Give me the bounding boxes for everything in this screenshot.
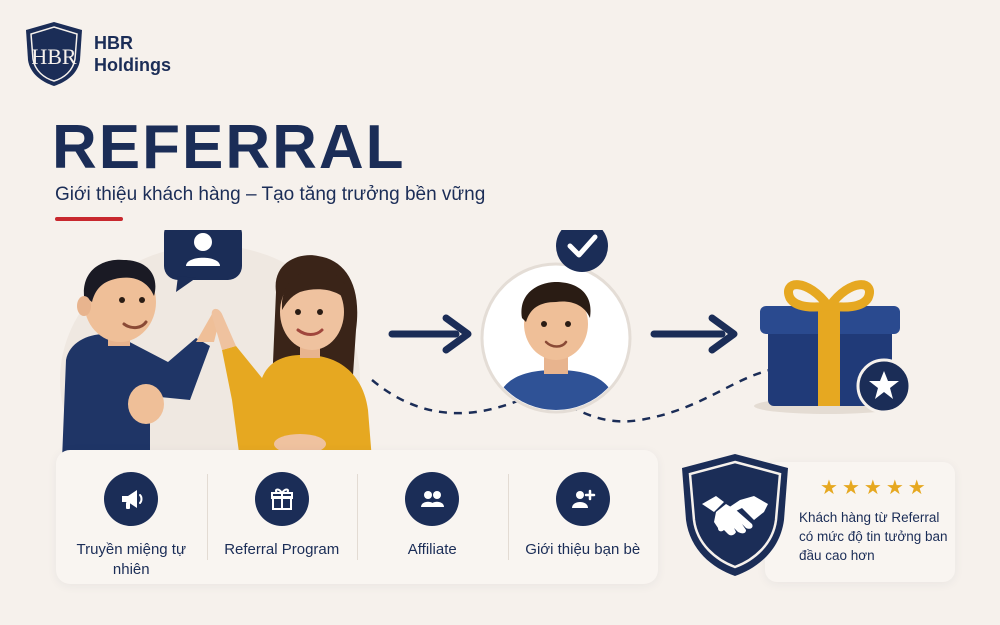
user-plus-icon	[555, 472, 610, 526]
feature-label: Referral Program	[224, 541, 340, 558]
star-icon: ★	[820, 477, 838, 499]
svg-text:HBR: HBR	[31, 44, 77, 69]
star-badge-icon	[856, 358, 912, 414]
feature-label: Giới thiệu bạn bè	[525, 541, 641, 558]
feature-label: Affiliate	[407, 541, 457, 558]
referral-illustration	[60, 230, 912, 460]
referral-channels-card: Truyền miệng tự nhiên Referral Program A…	[56, 450, 658, 584]
referred-customer-avatar	[480, 262, 632, 414]
star-icon: ★	[841, 477, 860, 499]
handshake-icon	[702, 496, 768, 536]
feature-invite-friends: Giới thiệu bạn bè	[507, 450, 659, 584]
trust-note-card: ★ ★ ★ ★ ★ Khách hàng từ Referral có mức …	[765, 462, 955, 582]
page-title: REFERRAL	[52, 113, 406, 182]
feature-label: Truyền miệng tự nhiên	[76, 541, 187, 578]
page-subtitle: Giới thiệu khách hàng – Tạo tăng trưởng …	[55, 184, 486, 205]
trust-note-text: Khách hàng từ Referral có mức độ tin tưở…	[799, 510, 948, 563]
check-badge-icon	[556, 230, 608, 272]
chat-bubble-user-icon	[164, 230, 242, 292]
megaphone-icon	[104, 472, 159, 526]
man-figure	[62, 259, 221, 460]
company-logo: HBR HBR Holdings	[22, 20, 171, 88]
handshake-shield-icon	[682, 454, 788, 576]
feature-word-of-mouth: Truyền miệng tự nhiên	[56, 450, 207, 584]
star-icon: ★	[907, 477, 926, 499]
logo-wordmark: HBR Holdings	[94, 33, 171, 75]
feature-referral-program: Referral Program	[206, 450, 358, 584]
star-icon: ★	[885, 477, 904, 499]
arrow-right-icon	[650, 314, 738, 354]
title-underline	[55, 217, 123, 221]
gift-icon	[254, 472, 309, 526]
feature-affiliate: Affiliate	[357, 450, 508, 584]
star-icon: ★	[863, 477, 882, 499]
woman-figure	[211, 255, 372, 460]
users-icon	[405, 472, 460, 526]
hbr-shield-logo-icon: HBR	[26, 22, 82, 86]
arrow-right-icon	[388, 314, 472, 354]
rating-stars: ★ ★ ★ ★ ★	[820, 478, 926, 498]
